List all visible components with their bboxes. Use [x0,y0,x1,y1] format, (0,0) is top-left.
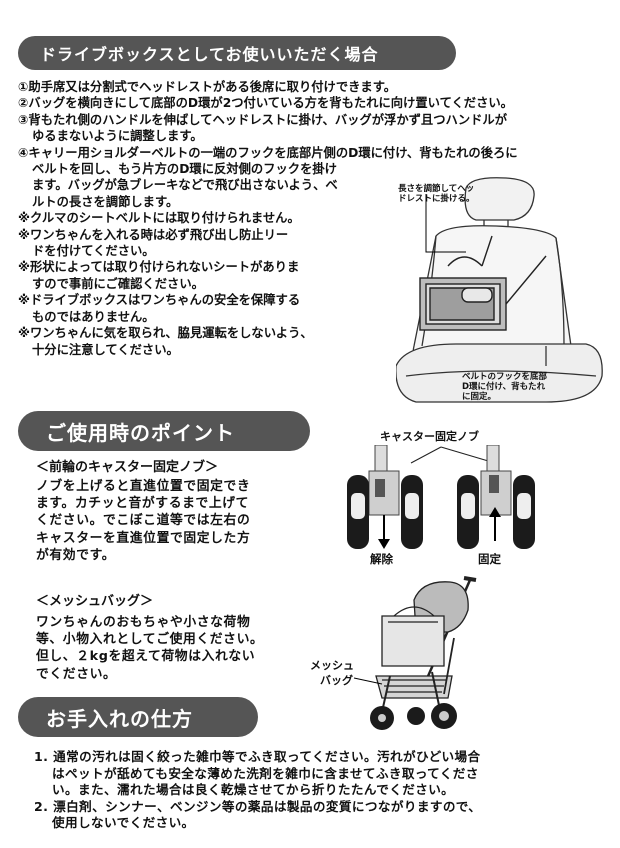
care-line: 2. 漂白剤、シンナー、ベンジン等の薬品は製品の変質につながりますので、 [34,798,482,814]
note-line: すので事前にご確認ください。 [32,276,204,291]
note-line: ※クルマのシートベルトには取り付けられません。 [18,211,300,226]
instruction-line: ②バッグを横向きにして底部のD環が2つ付いている方を背もたれに向け置いてください… [18,96,513,111]
note-line: に固定。 [462,392,497,402]
note-line: ものではありません。 [32,309,155,324]
mesh-bag-label: メッシュ バッグ [310,658,354,688]
heading-text: ドライブボックスとしてお使いいただく場合 [40,45,379,64]
instruction-line: ます。バッグが急ブレーキなどで飛び出さないよう、ベ [32,178,338,193]
fixed-label: 固定 [478,552,501,566]
heading-text: ご使用時のポイント [46,420,235,445]
instruction-line: ③背もたれ側のハンドルを伸ばしてヘッドレストに掛け、バッグが浮かず且つハンドルが [18,112,508,127]
note-line: ※形状によっては取り付けられないシートがありま [18,260,300,275]
drive-box-instructions: ①助手席又は分割式でヘッドレストがある後席に取り付けできます。 ②バッグを横向き… [18,79,518,358]
label-line: バッグ [320,674,353,687]
mesh-line: ワンちゃんのおもちゃや小さな荷物 [36,615,251,630]
mesh-bag-title: ＜メッシュバッグ＞ [36,594,154,609]
caster-line: キャスターを直進位置で固定した方 [36,530,251,546]
care-line: はペットが舐めても安全な薄めた洗剤を雑巾に含ませてふき取ってくださ [52,765,479,781]
caster-line: が有効です。 [36,547,116,563]
instruction-line: ①助手席又は分割式でヘッドレストがある後席に取り付けできます。 [18,80,397,94]
note-line: ※ワンちゃんを入れる時は必ず飛び出し防止リー [18,227,289,242]
note-line: ベルトのフックを底部 [462,372,548,382]
car-seat-illustration [396,177,603,403]
note-line: ※ドライブボックスはワンちゃんの安全を保障する [18,293,301,308]
mesh-bag-description: ワンちゃんのおもちゃや小さな荷物 等、小物入れとしてご使用ください。 但し、２k… [36,614,263,683]
note-line: D環に付け、背もたれ [462,382,546,392]
mesh-line: 但し、２kgを超えて荷物は入れない [36,649,256,665]
caster-knob-label: キャスター固定ノブ [380,430,479,443]
caster-title: ＜前輪のキャスター固定ノブ＞ [36,460,219,475]
section-heading-care: お手入れの仕方 [18,697,258,737]
instruction-line: ④キャリー用ショルダーベルトの一端のフックを底部片側のD環に付け、背もたれの後ろ… [18,145,518,160]
label-line: メッシュ [310,659,354,672]
note-line: ドを付けてください。 [32,244,155,259]
care-line: い。また、濡れた場合は良く乾燥させてから折りたたんでください。 [52,782,455,798]
caster-line: ノブを上げると直進位置で固定でき [36,479,251,494]
caster-illustration [347,445,535,549]
note-belt-hook: ベルトのフックを底部 D環に付け、背もたれ に固定。 [462,372,547,402]
caster-description: ノブを上げると直進位置で固定でき ます。カチッと音がするまで上げて ください。で… [36,478,250,564]
care-instructions: 1. 通常の汚れは固く絞った雑巾等でふき取ってください。汚れがひどい場合 はペッ… [34,749,481,832]
release-label: 解除 [370,552,393,566]
note-line: 長さを調節してヘッ [398,184,475,194]
note-line: ※ワンちゃんに気を取られ、脇見運転をしないよう、 [18,326,313,341]
care-line: 使用しないでください。 [52,815,195,831]
caster-line: ください。でこぼこ道等では左右の [36,513,251,529]
mesh-line: でください。 [36,666,117,682]
instruction-line: ルトの長さを調節します。 [32,194,179,209]
mesh-line: 等、小物入れとしてご使用ください。 [36,632,264,648]
section-heading-drive-box: ドライブボックスとしてお使いいただく場合 [18,36,456,70]
care-line: 1. 通常の汚れは固く絞った雑巾等でふき取ってください。汚れがひどい場合 [34,749,481,764]
section-heading-usage-points: ご使用時のポイント [18,411,310,451]
note-line: ドレストに掛ける。 [398,194,475,204]
heading-text: お手入れの仕方 [46,706,193,731]
stroller-illustration [353,576,477,730]
note-line: 十分に注意してください。 [32,342,179,357]
caster-line: ます。カチッと音がするまで上げて [36,496,250,512]
instruction-line: ベルトを回し、もう片方のD環に反対側のフックを掛け [32,162,337,177]
note-headrest: 長さを調節してヘッ ドレストに掛ける。 [398,184,475,204]
instruction-line: ゆるまないように調整します。 [32,129,203,144]
